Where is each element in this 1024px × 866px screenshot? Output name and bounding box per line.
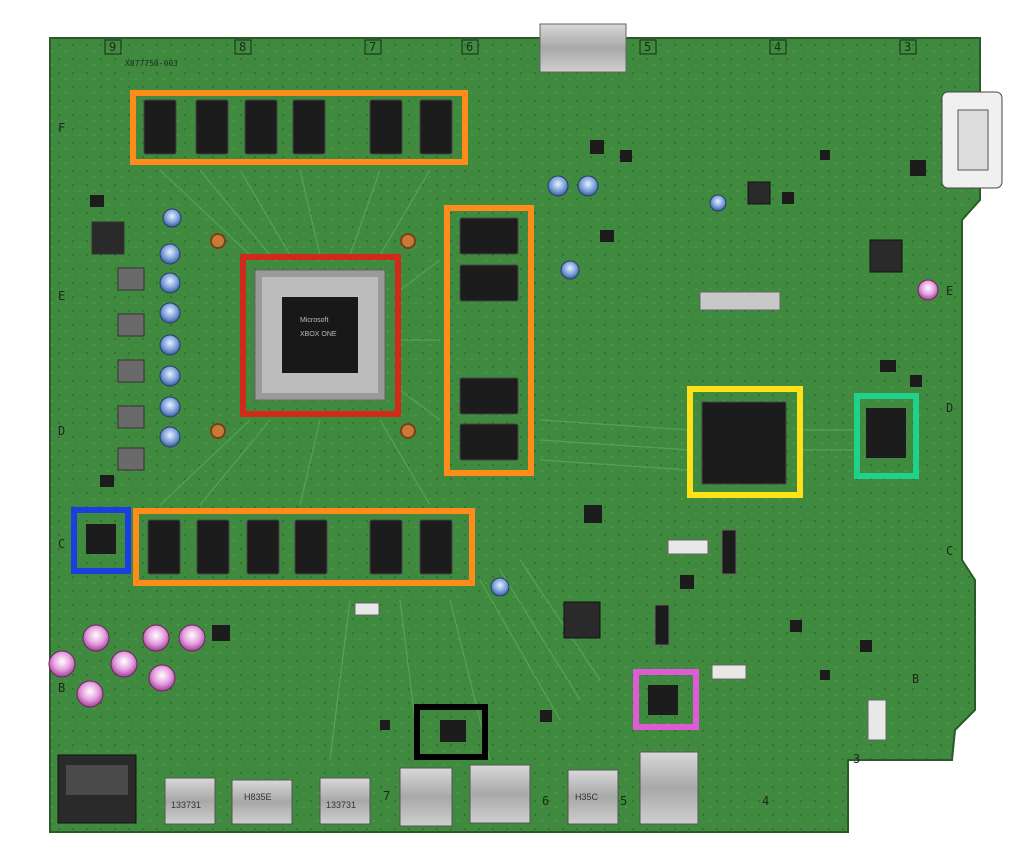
- usb-label: H35C: [575, 792, 599, 802]
- hdmi-right-label: 133731: [326, 800, 356, 810]
- grid-row-label: C: [58, 537, 65, 551]
- capacitors-pink: [48, 279, 939, 708]
- part-number: X877750-003: [125, 59, 178, 68]
- grid-row-label: C: [946, 544, 953, 558]
- grid-col-label: 3: [853, 752, 860, 766]
- dram-chips-top: [143, 99, 453, 155]
- grid-row-label: F: [58, 121, 65, 135]
- dram-chips-bottom: [147, 519, 453, 575]
- grid-row-label: D: [58, 424, 65, 438]
- bottom-ports: 133731 H835E 133731 H35C: [57, 751, 699, 827]
- soc-model: XBOX ONE: [300, 331, 337, 338]
- grid-col-label: 6: [466, 40, 473, 54]
- grid-col-label: 7: [369, 40, 376, 54]
- grid-row-label: B: [58, 681, 65, 695]
- highlight-blue: [71, 507, 131, 574]
- black-box-chip: [440, 720, 466, 742]
- grid-row-label: E: [946, 284, 953, 298]
- highlight-red: [240, 254, 401, 417]
- highlight-black: [414, 704, 488, 760]
- grid-labels-top: 9 8 7 6 5 4 3 X877750-003: [104, 39, 917, 68]
- soc-brand: Microsoft: [300, 317, 328, 324]
- grid-col-label: 9: [109, 40, 116, 54]
- top-connectors: [539, 23, 1003, 189]
- highlight-orange-bottom: [133, 508, 475, 586]
- inductors-right: [563, 181, 903, 639]
- southbridge-chip: [701, 401, 787, 485]
- grid-col-label: 6: [542, 794, 549, 808]
- highlight-orange-top: [130, 90, 468, 165]
- highlight-orange-right: [444, 205, 534, 476]
- highlight-teal: [854, 393, 919, 479]
- capacitors-blue: [159, 175, 727, 597]
- magenta-chip: [648, 685, 678, 715]
- hdmi-mid-label: H835E: [244, 792, 272, 802]
- grid-col-label: 4: [762, 794, 769, 808]
- inductors-left: [91, 221, 145, 471]
- grid-col-label: 7: [383, 789, 390, 803]
- smd-components: [90, 140, 926, 730]
- soc-package: Microsoft XBOX ONE: [254, 269, 386, 401]
- dram-chips-right: [459, 217, 519, 461]
- mount-holes: [210, 233, 416, 439]
- grid-col-label: 5: [644, 40, 651, 54]
- teal-chip: [866, 408, 906, 458]
- grid-col-label: 4: [774, 40, 781, 54]
- highlight-boxes: [71, 90, 919, 760]
- blue-chip: [86, 524, 116, 554]
- grid-row-label: B: [912, 672, 919, 686]
- grid-col-label: 3: [904, 40, 911, 54]
- header-connector: [354, 291, 887, 741]
- highlight-magenta: [633, 669, 699, 730]
- grid-col-label: 5: [620, 794, 627, 808]
- grid-row-label: D: [946, 401, 953, 415]
- hdmi-left-label: 133731: [171, 800, 201, 810]
- grid-col-label: 8: [239, 40, 246, 54]
- grid-row-label: E: [58, 289, 65, 303]
- highlight-yellow: [687, 386, 803, 498]
